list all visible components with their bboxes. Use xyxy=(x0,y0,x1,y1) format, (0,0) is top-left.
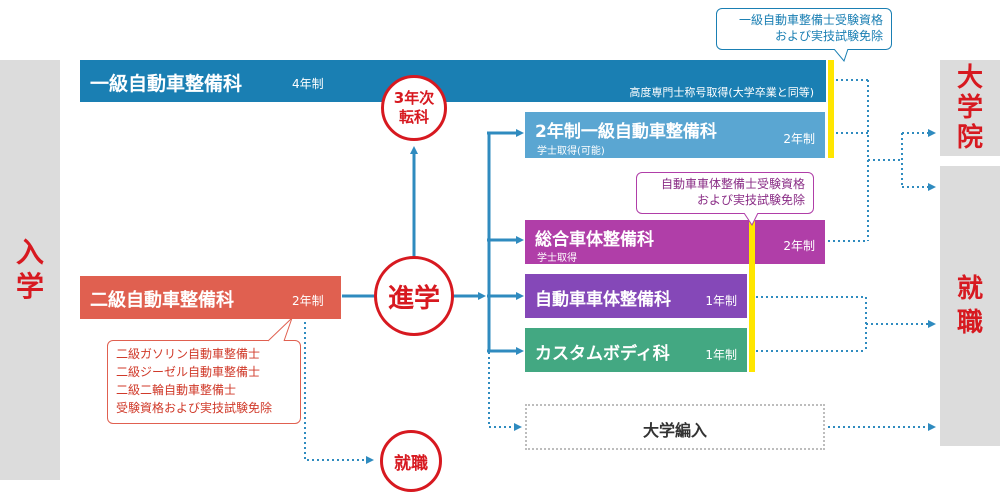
bubble-second-grade-qualification: 二級ガソリン自動車整備士 二級ジーゼル自動車整備士 二級二輪自動車整備士 受験資… xyxy=(107,340,301,424)
employment-box: 就職 xyxy=(940,166,1000,446)
course-two-year-first-name: 2年制一級自動車整備科 xyxy=(535,122,717,142)
course-custom-body[interactable]: カスタムボディ科 1年制 xyxy=(525,328,747,372)
course-auto-body-name: 自動車車体整備科 xyxy=(535,290,671,310)
bubble-body-tail xyxy=(744,213,759,226)
bubble-body-qualification-text: 自動車車体整備士受験資格 および実技試験免除 xyxy=(660,177,805,207)
bubble-first-grade-qualification: 一級自動車整備士受験資格 および実技試験免除 xyxy=(716,8,892,50)
bubble-body-qualification: 自動車車体整備士受験資格 および実技試験免除 xyxy=(636,172,814,214)
yellow-bar-first-grade xyxy=(828,60,834,158)
circle-third-year-transfer[interactable]: 3年次 転科 xyxy=(381,75,447,141)
course-auto-body[interactable]: 自動車車体整備科 1年制 xyxy=(525,274,747,318)
entry-label: 入学 xyxy=(15,236,44,303)
bubble-second-grade-qualification-text: 二級ガソリン自動車整備士 二級ジーゼル自動車整備士 二級二輪自動車整備士 受験資… xyxy=(116,347,273,415)
course-general-body-years: 2年制 xyxy=(783,239,815,253)
course-two-year-first-years: 2年制 xyxy=(783,132,815,146)
employment-label: 就職 xyxy=(956,274,983,338)
course-general-body[interactable]: 総合車体整備科 学士取得 2年制 xyxy=(525,220,825,264)
course-second-grade-name: 二級自動車整備科 xyxy=(90,290,234,311)
grad-school-label: 大学院 xyxy=(956,63,983,153)
bubble-first-grade-tail xyxy=(834,49,849,63)
bubble-second-grade-tail xyxy=(267,318,293,342)
course-first-grade[interactable]: 一級自動車整備科 4年制 高度専門士称号取得(大学卒業と同等) xyxy=(80,60,826,102)
course-first-grade-name: 一級自動車整備科 xyxy=(90,73,243,95)
line-second-to-employment xyxy=(304,322,374,464)
circle-employment-text: 就職 xyxy=(394,453,428,474)
bubble-first-grade-qualification-text: 一級自動車整備士受験資格 および実技試験免除 xyxy=(738,13,883,43)
circle-employment[interactable]: 就職 xyxy=(380,430,442,492)
course-two-year-first-sub: 学士取得(可能) xyxy=(537,146,605,157)
circle-advance-text: 進学 xyxy=(387,283,440,314)
course-university-transfer[interactable]: 大学編入 xyxy=(525,404,825,450)
course-first-grade-years: 4年制 xyxy=(292,77,324,91)
course-second-grade[interactable]: 二級自動車整備科 2年制 xyxy=(80,276,341,319)
grad-school-box: 大学院 xyxy=(940,60,1000,156)
course-second-grade-years: 2年制 xyxy=(292,294,324,308)
course-custom-body-years: 1年制 xyxy=(705,348,737,362)
course-two-year-first[interactable]: 2年制一級自動車整備科 学士取得(可能) 2年制 xyxy=(525,112,825,158)
yellow-bar-body-courses xyxy=(749,218,755,372)
entry-column: 入学 xyxy=(0,60,60,480)
circle-advance[interactable]: 進学 xyxy=(374,256,454,336)
course-general-body-name: 総合車体整備科 xyxy=(535,230,654,250)
course-university-transfer-name: 大学編入 xyxy=(642,421,707,440)
circle-third-year-transfer-text: 3年次 転科 xyxy=(393,89,435,126)
course-custom-body-name: カスタムボディ科 xyxy=(535,344,670,364)
line-branch-to-university xyxy=(488,352,522,431)
course-auto-body-years: 1年制 xyxy=(705,294,737,308)
course-general-body-sub: 学士取得 xyxy=(537,253,577,264)
course-first-grade-note: 高度専門士称号取得(大学卒業と同等) xyxy=(629,86,814,99)
